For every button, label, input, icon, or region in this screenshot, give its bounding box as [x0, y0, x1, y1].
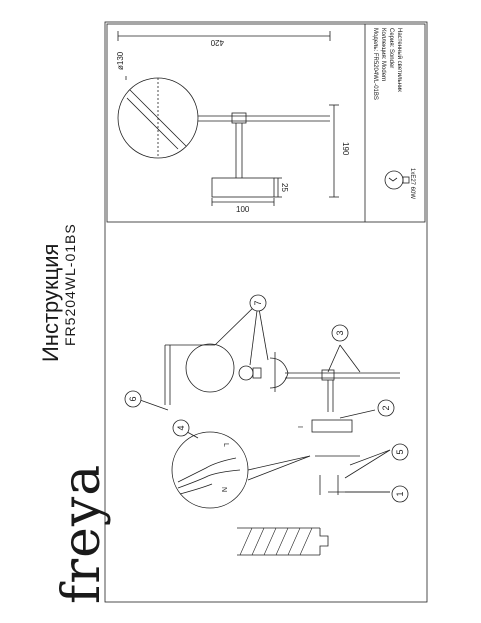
wall-plate [211, 177, 275, 198]
callout-label-6: 6 [128, 396, 138, 401]
dim-420: 420 [210, 38, 224, 47]
wire-label-n: N [220, 487, 227, 492]
callout-4 [172, 419, 190, 437]
wire-label-i: I [296, 426, 303, 428]
assembly-globe [185, 343, 235, 393]
callout-6 [124, 390, 142, 408]
callout-label-4: 4 [176, 425, 186, 430]
callout-7 [249, 294, 267, 312]
callout-label-3: 3 [335, 330, 345, 335]
page-frame [104, 21, 428, 603]
dim-diameter: ø130 [116, 51, 125, 70]
callout-5 [391, 443, 409, 461]
dim-100: 100 [236, 205, 250, 214]
callout-label-1: 1 [395, 491, 405, 496]
callout-3 [331, 324, 349, 342]
wire-label-l: L [222, 443, 229, 447]
tech-frame [106, 23, 426, 223]
spec-line-4: Настенный светильник [396, 28, 402, 92]
callout-2 [377, 399, 395, 417]
callout-1 [391, 485, 409, 503]
spec-line-2: Коллекция: Modern [380, 28, 386, 82]
dim-25: 25 [280, 183, 289, 192]
dim-190: 190 [341, 142, 350, 156]
callout-label-7: 7 [253, 300, 263, 305]
spec-line-3: Серия: Sonder [388, 28, 394, 69]
callout-label-5: 5 [395, 449, 405, 454]
spec-line-1: Модель: FR5204WL-01BS [372, 28, 378, 100]
bulb-spec: 1xE27 60W [409, 168, 415, 200]
callout-label-2: 2 [381, 405, 391, 410]
